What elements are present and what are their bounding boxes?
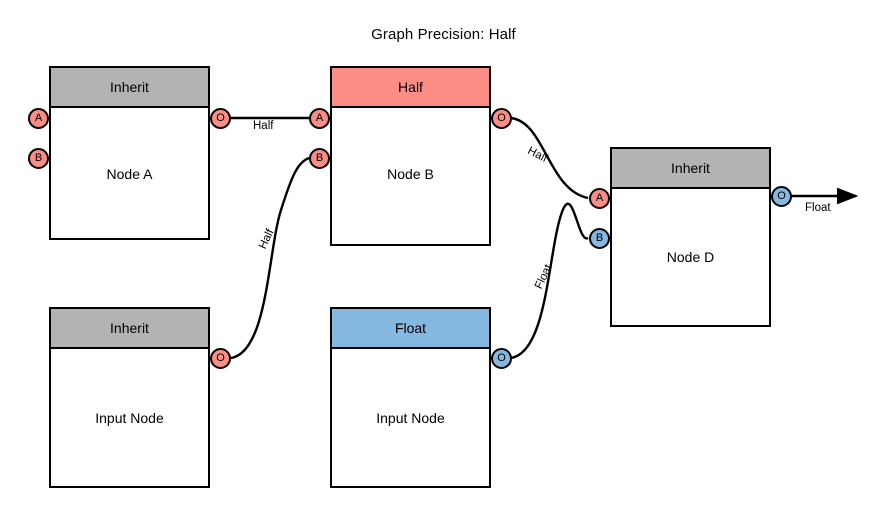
port-label: B [315, 152, 324, 164]
port-label: O [216, 352, 225, 364]
port-node-b-input-b[interactable]: B [309, 148, 330, 169]
port-label: A [315, 112, 324, 124]
node-header-input-node-2: Float [332, 309, 489, 349]
port-label: A [595, 192, 604, 204]
node-label-input-node-2: Input Node [376, 409, 445, 426]
node-label-node-d: Node D [666, 249, 715, 265]
page-title: Graph Precision: Half [371, 26, 516, 43]
port-node-a-output-o[interactable]: O [210, 108, 231, 129]
port-node-a-input-b[interactable]: B [28, 148, 49, 169]
port-label: O [497, 352, 506, 364]
edge-label-a-to-b: Half [253, 120, 274, 132]
node-input-node-1[interactable]: Inherit Input Node [49, 307, 210, 488]
node-node-d[interactable]: Inherit Node D [610, 147, 771, 327]
node-header-node-b: Half [332, 68, 489, 108]
port-label: O [777, 190, 786, 202]
port-node-d-input-b[interactable]: B [589, 228, 610, 249]
node-node-a[interactable]: Inherit Node A [49, 66, 210, 240]
node-header-node-a: Inherit [51, 68, 208, 108]
edge-in1-to-b [230, 156, 310, 360]
port-node-d-output-o[interactable]: O [771, 186, 792, 207]
port-node-a-input-a[interactable]: A [28, 108, 49, 129]
port-node-d-input-a[interactable]: A [589, 188, 610, 209]
port-input-node-1-output-o[interactable]: O [210, 348, 231, 369]
edge-in2-to-d [510, 202, 589, 360]
port-label: B [34, 152, 43, 164]
edge-b-to-d [510, 116, 589, 200]
edge-label-d-output: Float [805, 202, 831, 214]
node-header-node-d: Inherit [612, 149, 769, 189]
port-label: O [216, 112, 225, 124]
node-label-input-node-1: Input Node [95, 409, 164, 426]
port-node-b-input-a[interactable]: A [309, 108, 330, 129]
port-label: B [595, 232, 604, 244]
node-header-input-node-1: Inherit [51, 309, 208, 349]
node-input-node-2[interactable]: Float Input Node [330, 307, 491, 488]
node-label-node-a: Node A [106, 166, 153, 182]
port-label: O [497, 112, 506, 124]
node-label-node-b: Node B [387, 166, 434, 182]
port-input-node-2-output-o[interactable]: O [491, 348, 512, 369]
node-node-b[interactable]: Half Node B [330, 66, 491, 246]
port-node-b-output-o[interactable]: O [491, 108, 512, 129]
port-label: A [34, 112, 43, 124]
